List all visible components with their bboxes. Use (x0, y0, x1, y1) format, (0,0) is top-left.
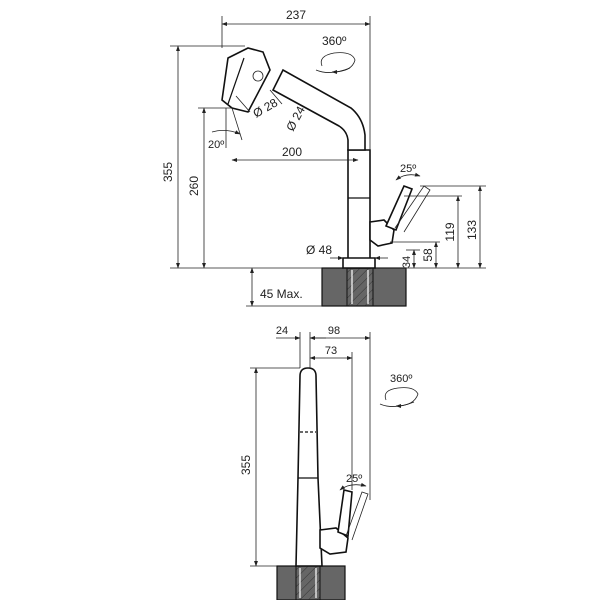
label-base-diameter: Ø 48 (306, 243, 332, 257)
label-lever-height-58: 58 (421, 248, 435, 262)
label-side-total-height: 355 (161, 162, 175, 182)
label-lever-height-119: 119 (443, 222, 457, 241)
rotation-arrow-front: 360º (379, 373, 419, 408)
dim-side-width: 237 (221, 8, 371, 150)
label-lever-height-34: 34 (401, 256, 413, 268)
label-tilt-angle: 20º (208, 139, 224, 151)
label-side-reach: 200 (282, 145, 302, 159)
side-view: 237 360º 355 260 Ø 28 Ø 24 (161, 8, 486, 307)
dim-lever-heights: 133 119 58 34 (376, 185, 486, 269)
label-side-rotation: 360º (322, 34, 347, 48)
dim-side-reach: 200 (231, 145, 359, 162)
dim-side-spout-height: 260 (187, 107, 232, 269)
side-faucet-body (221, 47, 431, 269)
dim-tilt-angle: 20º (208, 107, 243, 151)
dim-lever-angle-front: 25º (339, 473, 367, 491)
front-view: 24 98 73 360º 355 25º (239, 325, 419, 600)
dim-front-total-height: 355 (239, 367, 300, 567)
label-front-lever-depth: 73 (325, 345, 337, 357)
label-diameter-24: Ø 24 (283, 104, 308, 134)
label-lever-angle-side: 25º (400, 163, 416, 175)
label-deck-thickness: 45 Max. (260, 287, 303, 301)
label-front-depth: 98 (328, 325, 340, 337)
label-lever-height-133: 133 (465, 220, 479, 240)
label-side-spout-height: 260 (187, 176, 201, 196)
label-side-width: 237 (286, 8, 306, 22)
front-deck-section (276, 565, 346, 600)
front-faucet-body (295, 367, 369, 567)
label-front-rotation: 360º (390, 373, 412, 385)
dim-lever-angle-side: 25º (395, 163, 421, 181)
side-deck-section (321, 267, 407, 307)
rotation-arrow-side: 360º (315, 34, 356, 74)
dim-base-diameter: Ø 48 (306, 243, 388, 260)
label-front-total-height: 355 (239, 455, 253, 475)
label-lever-angle-front: 25º (346, 473, 362, 485)
dim-deck-thickness: 45 Max. (246, 267, 322, 307)
dim-front-widths: 24 98 73 (276, 325, 371, 500)
dim-side-total-height: 355 (161, 45, 322, 269)
label-front-offset: 24 (276, 325, 288, 337)
